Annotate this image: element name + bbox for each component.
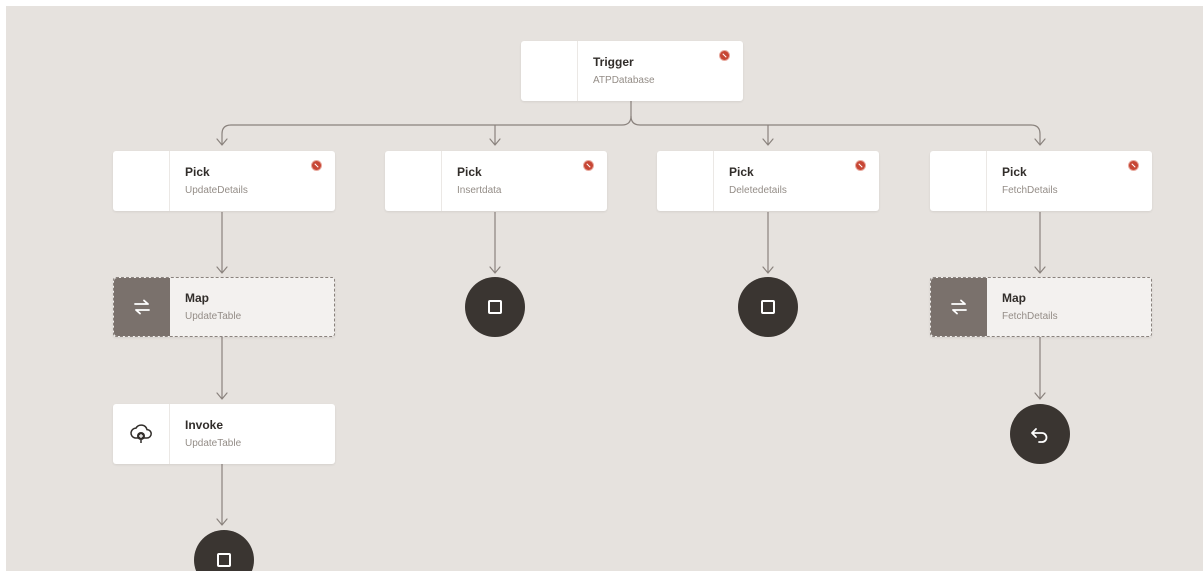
error-icon[interactable] (856, 161, 865, 170)
return-node[interactable] (1010, 404, 1070, 464)
trigger-subtitle: ATPDatabase (593, 75, 655, 86)
map-subtitle: FetchDetails (1002, 311, 1058, 322)
pick-icon-slot (113, 151, 170, 211)
pick-node-delete-details[interactable]: Pick Deletedetails (657, 151, 879, 211)
pick-subtitle: FetchDetails (1002, 185, 1058, 196)
pick-node-insert-data[interactable]: Pick Insertdata (385, 151, 607, 211)
map-title: Map (185, 291, 209, 305)
pick-node-fetch-details[interactable]: Pick FetchDetails (930, 151, 1152, 211)
pick-icon-slot (930, 151, 987, 211)
cloud-connection-icon (113, 404, 170, 464)
swap-arrows-icon (931, 278, 987, 336)
integration-canvas[interactable]: Trigger ATPDatabase Pick UpdateDetails M… (6, 6, 1203, 571)
pick-title: Pick (185, 165, 210, 179)
stop-icon (761, 300, 775, 314)
pick-subtitle: UpdateDetails (185, 185, 248, 196)
invoke-subtitle: UpdateTable (185, 438, 242, 449)
error-icon[interactable] (1129, 161, 1138, 170)
map-node-fetch-details[interactable]: Map FetchDetails (930, 277, 1152, 337)
pick-node-update-details[interactable]: Pick UpdateDetails (113, 151, 335, 211)
pick-icon-slot (657, 151, 714, 211)
trigger-node[interactable]: Trigger ATPDatabase (521, 41, 743, 101)
pick-title: Pick (1002, 165, 1027, 179)
pick-title: Pick (457, 165, 482, 179)
pick-title: Pick (729, 165, 754, 179)
stop-node[interactable] (194, 530, 254, 571)
swap-arrows-icon (114, 278, 170, 336)
trigger-title: Trigger (593, 55, 634, 69)
stop-icon (217, 553, 231, 567)
error-icon[interactable] (584, 161, 593, 170)
error-icon[interactable] (720, 51, 729, 60)
invoke-title: Invoke (185, 418, 224, 432)
error-icon[interactable] (312, 161, 321, 170)
stop-icon (488, 300, 502, 314)
map-node-update-table[interactable]: Map UpdateTable (113, 277, 335, 337)
map-subtitle: UpdateTable (185, 311, 242, 322)
return-icon (1031, 428, 1048, 443)
flow-connectors (216, 101, 1046, 526)
stop-node[interactable] (465, 277, 525, 337)
pick-icon-slot (385, 151, 442, 211)
stop-node[interactable] (738, 277, 798, 337)
map-title: Map (1002, 291, 1026, 305)
invoke-node-update-table[interactable]: Invoke UpdateTable (113, 404, 335, 464)
pick-subtitle: Deletedetails (729, 185, 787, 196)
pick-subtitle: Insertdata (457, 185, 502, 196)
trigger-icon-slot (521, 41, 578, 101)
